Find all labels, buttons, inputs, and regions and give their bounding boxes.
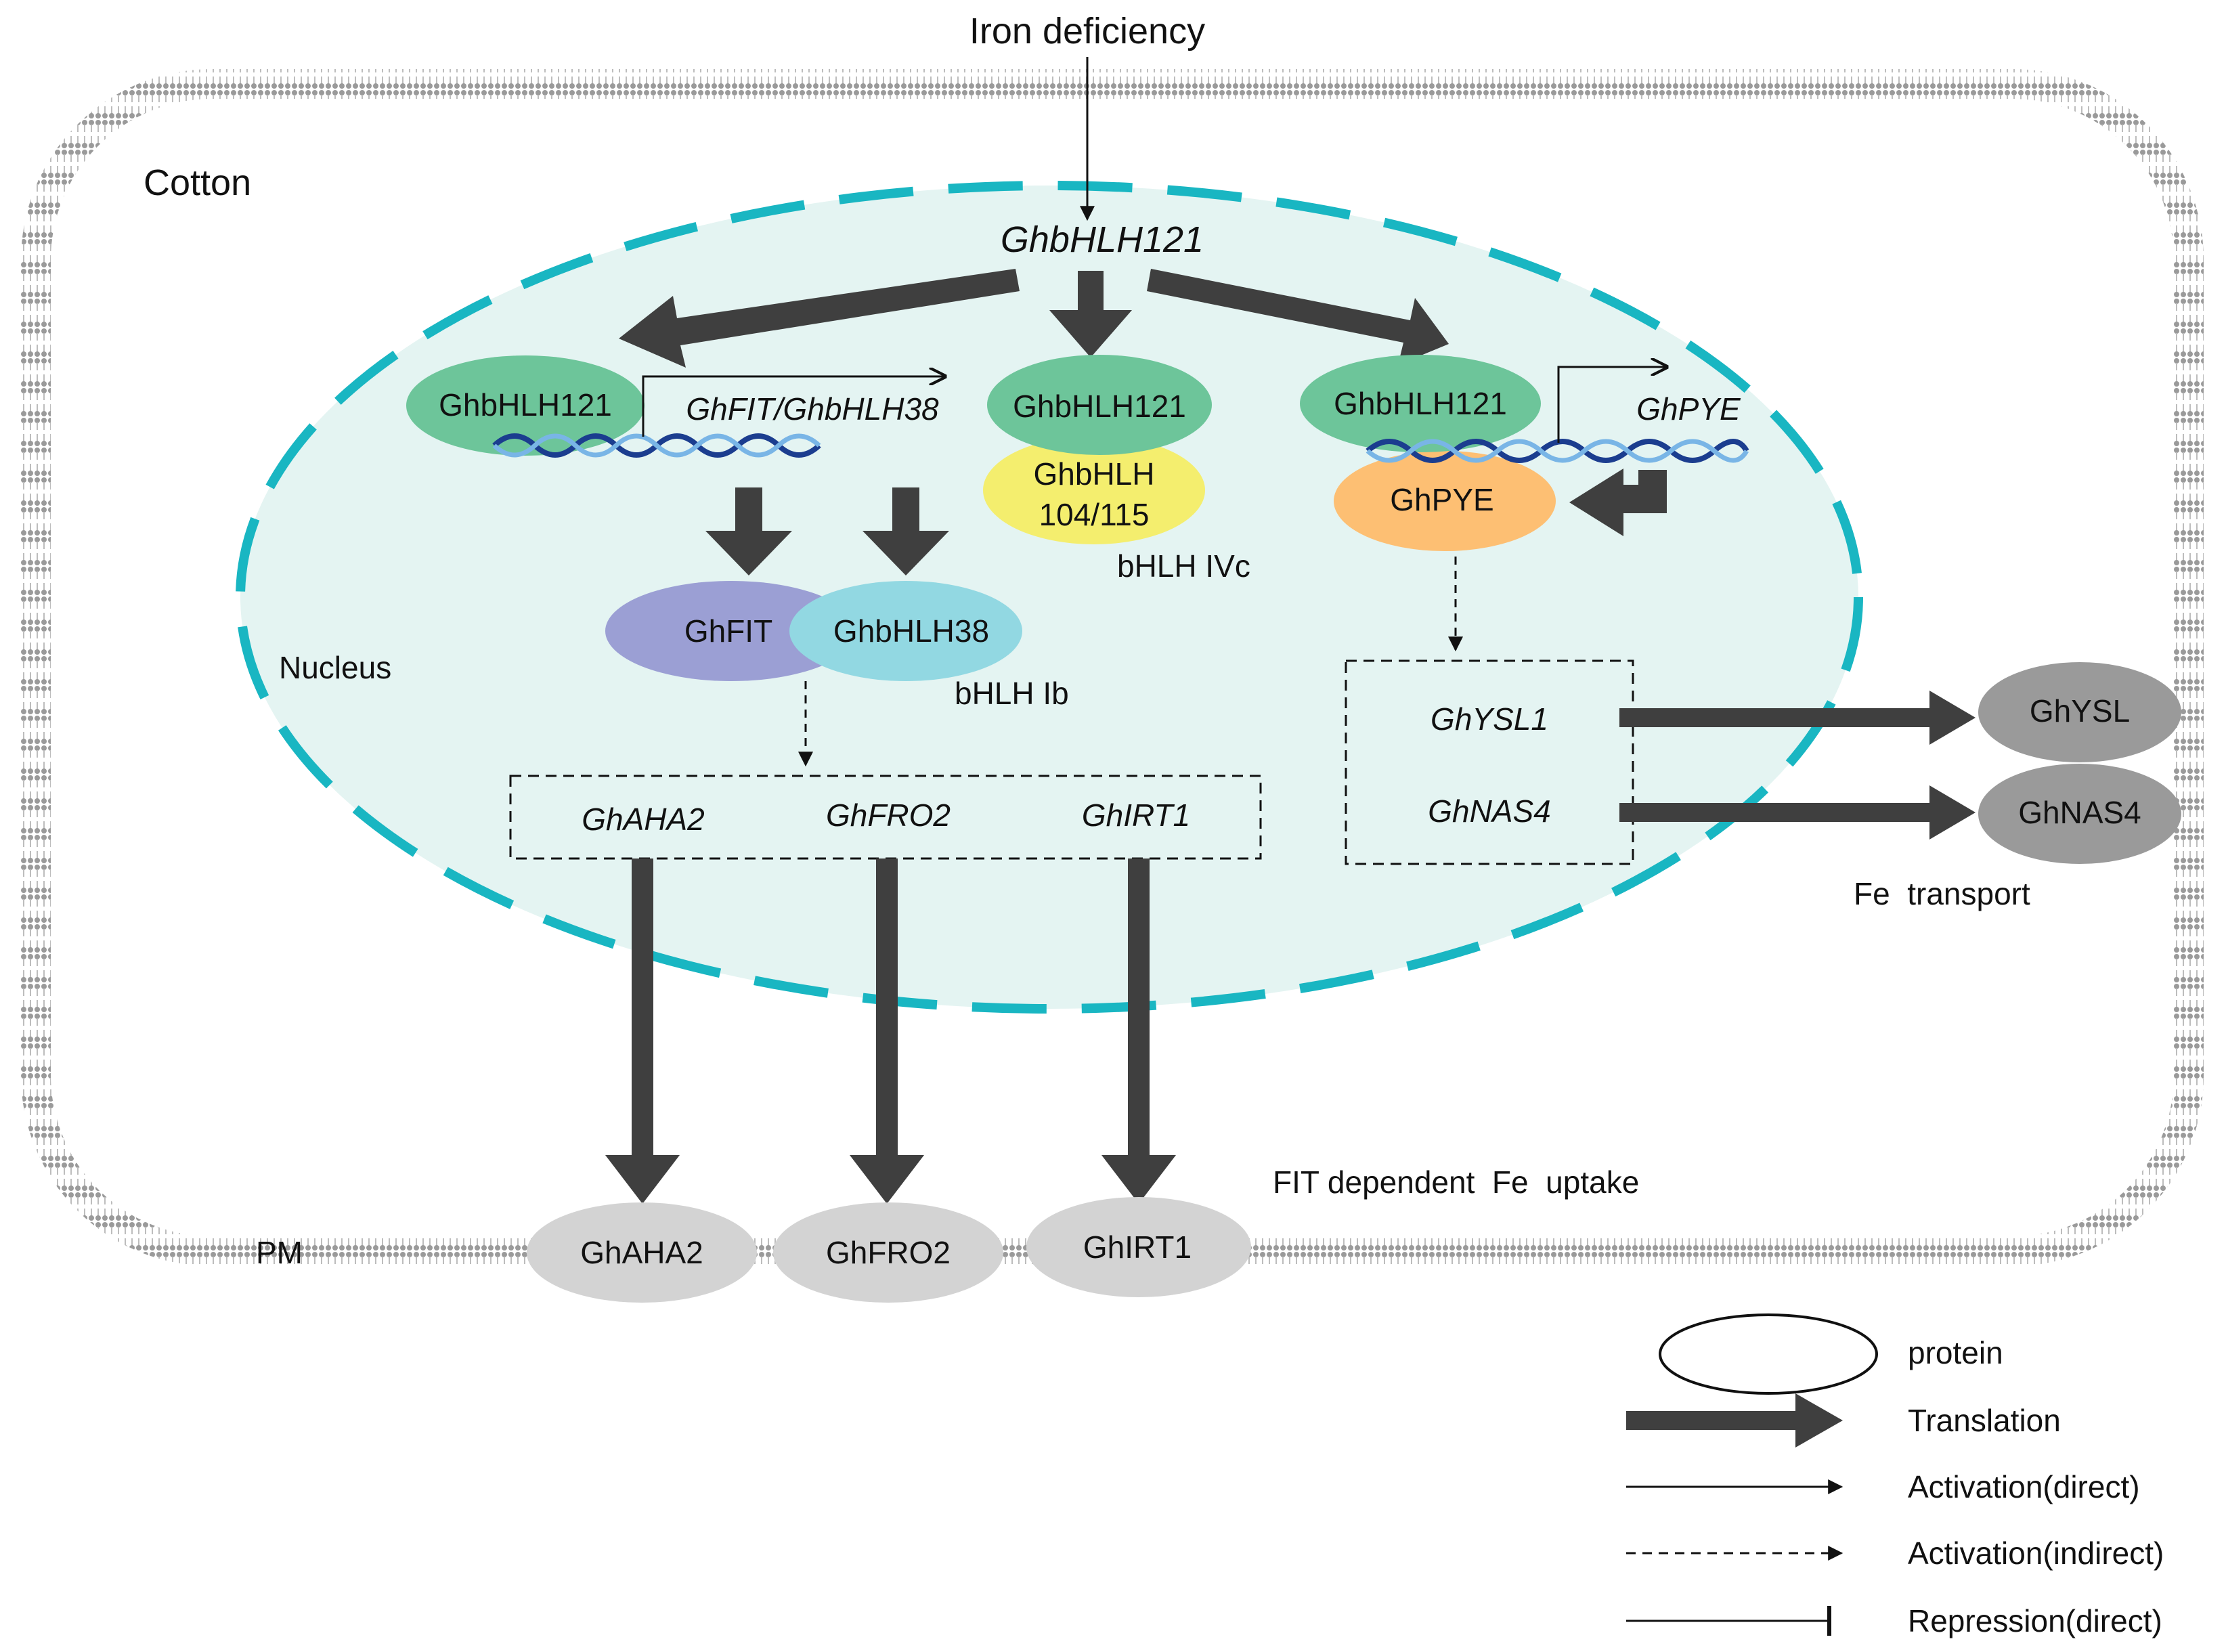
protein-ghnas4 bbox=[1978, 764, 2181, 864]
protein-ghbhlh121-fit bbox=[406, 355, 645, 456]
gene-ghysl1-label: GhYSL1 bbox=[1431, 701, 1548, 737]
translation-arrow-to-ghaha2 bbox=[605, 858, 680, 1204]
legend-repression-label: Repression(direct) bbox=[1908, 1603, 2162, 1638]
regulator-gene-label: GhbHLH121 bbox=[1001, 219, 1204, 260]
legend-translation-symbol bbox=[1626, 1393, 1843, 1448]
legend-translation-label: Translation bbox=[1908, 1403, 2061, 1438]
protein-ghbhlh121-pye-label: GhbHLH121 bbox=[1334, 386, 1507, 421]
nucleus bbox=[236, 181, 1863, 1014]
protein-ghbhlh104-115-label-line1: GhbHLH bbox=[1034, 456, 1155, 492]
legend-direct-activation-label: Activation(direct) bbox=[1908, 1469, 2140, 1504]
group-bhlh-ivc-label: bHLH IVc bbox=[1117, 548, 1250, 584]
translation-arrow-to-ghysl bbox=[1619, 691, 1976, 745]
translation-arrow-ivc-branch bbox=[1049, 271, 1132, 357]
protein-ghbhlh104-115-label-line2: 104/115 bbox=[1039, 497, 1150, 532]
protein-ghfro2-label: GhFRO2 bbox=[826, 1235, 951, 1270]
pye-target-genes-box bbox=[1345, 659, 1634, 865]
fit-dependent-uptake-label: FIT dependent Fe uptake bbox=[1273, 1165, 1639, 1200]
legend-protein-symbol bbox=[1659, 1313, 1878, 1395]
protein-ghirt1 bbox=[1026, 1197, 1251, 1297]
translation-arrow-to-ghfit bbox=[705, 487, 792, 575]
protein-ghfro2 bbox=[773, 1202, 1003, 1303]
protein-ghbhlh38-label: GhbHLH38 bbox=[833, 613, 989, 649]
promoter-arrow-fit bbox=[642, 376, 945, 437]
legend-protein-label: protein bbox=[1908, 1335, 2003, 1370]
protein-ghfit bbox=[605, 581, 857, 681]
protein-ghbhlh104-115 bbox=[983, 436, 1205, 544]
protein-ghpye-label: GhPYE bbox=[1390, 482, 1493, 517]
translation-arrow-to-ghfro2 bbox=[850, 858, 924, 1204]
gene-ghfro2-label: GhFRO2 bbox=[826, 798, 951, 833]
protein-ghbhlh121-ivc-label: GhbHLH121 bbox=[1013, 389, 1186, 424]
dna-helix-fit bbox=[492, 433, 821, 458]
protein-ghnas4-label: GhNAS4 bbox=[2018, 795, 2141, 830]
translation-arrow-to-ghnas4 bbox=[1619, 785, 1976, 840]
protein-ghbhlh121-pye bbox=[1300, 355, 1541, 452]
protein-ghysl bbox=[1978, 662, 2181, 762]
legend: protein Translation Activation(direct) A… bbox=[1626, 1313, 2164, 1638]
pm-label: PM bbox=[256, 1235, 303, 1270]
translation-arrow-to-ghpye bbox=[1569, 469, 1667, 536]
protein-ghysl-label: GhYSL bbox=[2030, 693, 2130, 729]
dna-helix-pye bbox=[1366, 439, 1749, 463]
gene-ghnas4-label: GhNAS4 bbox=[1428, 794, 1551, 829]
protein-ghaha2-label: GhAHA2 bbox=[580, 1235, 703, 1270]
legend-indirect-activation-label: Activation(indirect) bbox=[1908, 1536, 2164, 1571]
group-bhlh-ib-label: bHLH Ib bbox=[955, 676, 1069, 711]
translation-arrow-pye-branch bbox=[1147, 269, 1449, 365]
nucleus-label: Nucleus bbox=[279, 650, 391, 685]
translation-arrow-fit-branch bbox=[619, 269, 1020, 368]
protein-ghpye bbox=[1334, 451, 1556, 551]
protein-ghbhlh121-fit-label: GhbHLH121 bbox=[439, 387, 612, 422]
target-genes-fit-label: GhFIT/GhbHLH38 bbox=[686, 391, 939, 427]
stimulus-label: Iron deficiency bbox=[969, 11, 1205, 51]
organism-label: Cotton bbox=[144, 162, 251, 203]
protein-ghbhlh121-ivc bbox=[987, 355, 1212, 455]
protein-ghfit-label: GhFIT bbox=[684, 613, 772, 649]
protein-ghbhlh38 bbox=[789, 581, 1022, 681]
target-gene-ghpye-label: GhPYE bbox=[1636, 391, 1741, 427]
protein-ghaha2 bbox=[527, 1202, 757, 1303]
gene-ghaha2-label: GhAHA2 bbox=[582, 802, 705, 837]
translation-arrow-to-ghirt1 bbox=[1101, 858, 1176, 1204]
promoter-arrow-pye bbox=[1557, 367, 1667, 443]
protein-ghirt1-label: GhIRT1 bbox=[1083, 1230, 1192, 1265]
translation-arrow-to-ghbhlh38 bbox=[863, 487, 949, 575]
gene-ghirt1-label: GhIRT1 bbox=[1082, 798, 1190, 833]
fe-transport-label: Fe transport bbox=[1854, 876, 2030, 911]
